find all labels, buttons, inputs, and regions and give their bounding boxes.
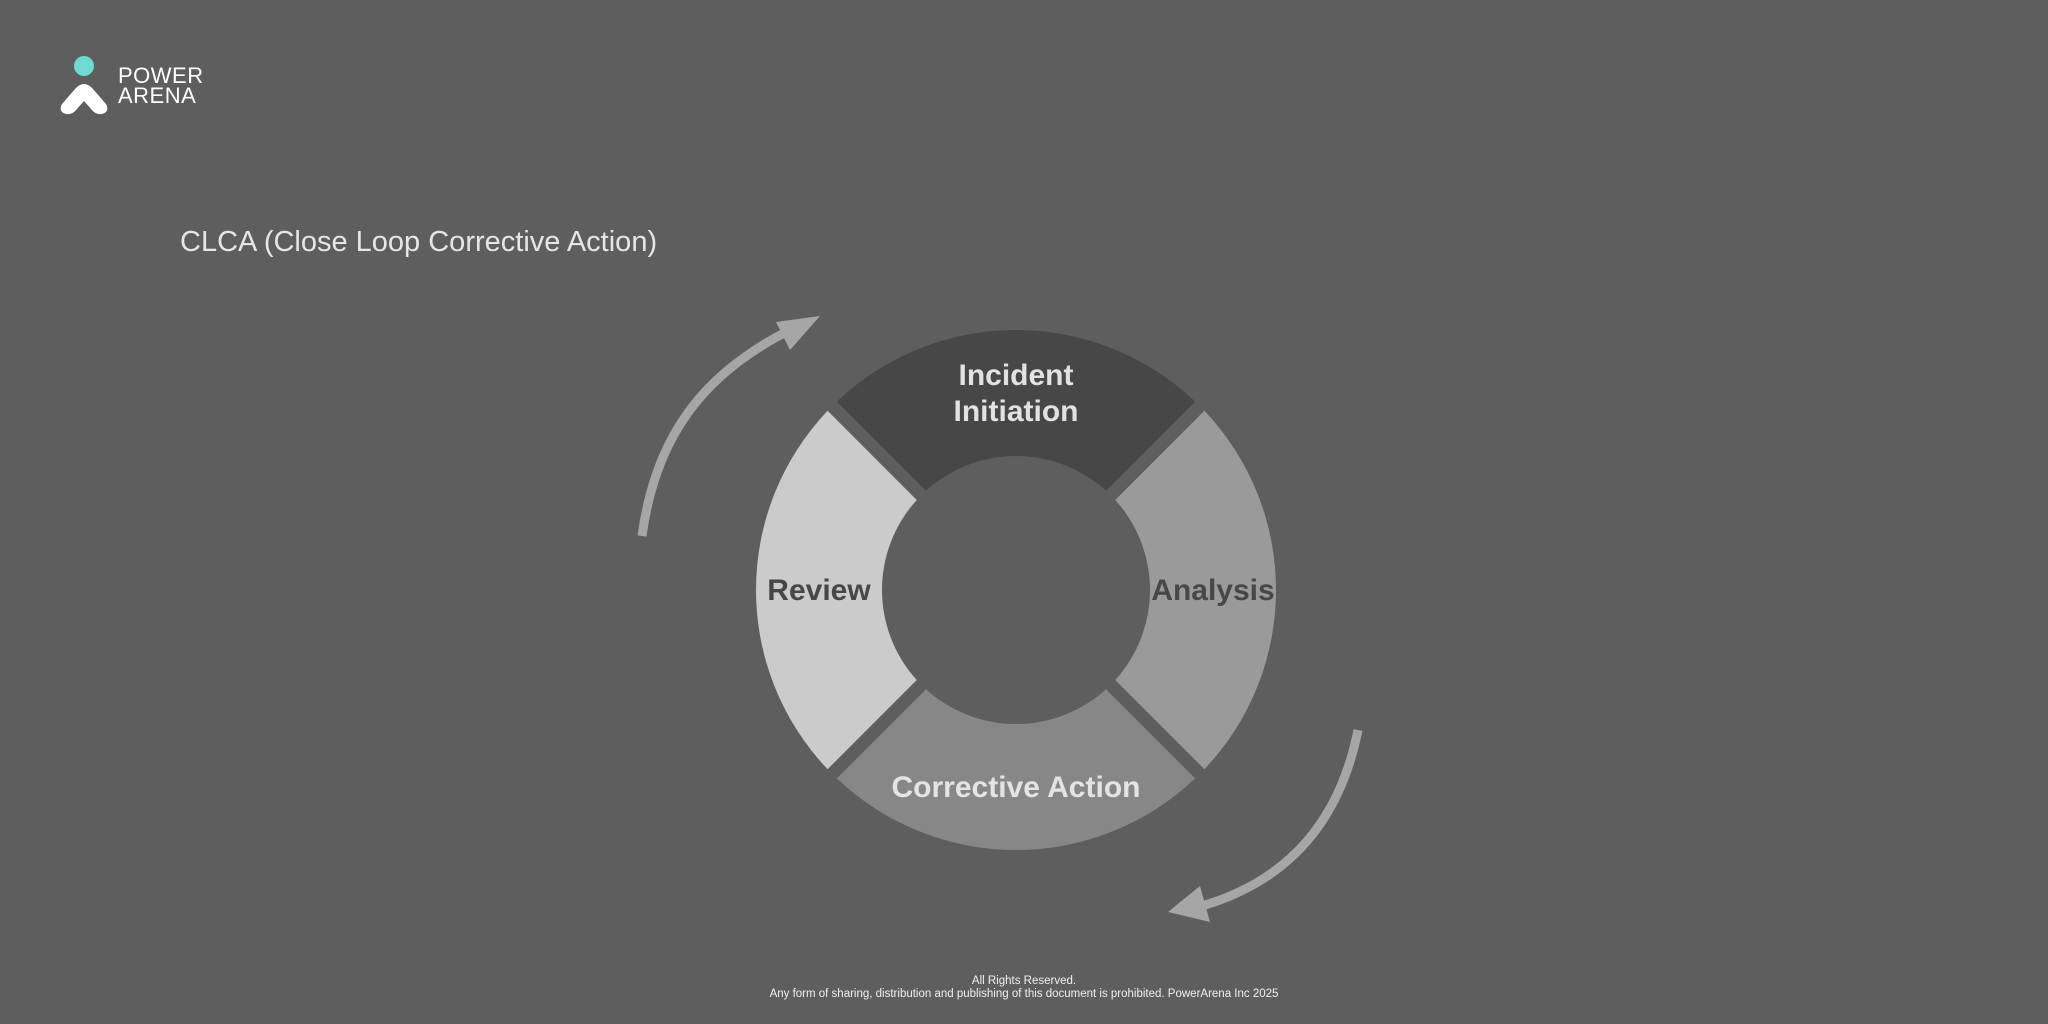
footer-rights: All Rights Reserved. — [971, 975, 1077, 987]
cycle-arrow-top-left-shaft — [637, 325, 793, 537]
brand-line-2: ARENA — [118, 83, 197, 108]
cycle-arrow-bottom-right-head — [1168, 886, 1210, 922]
label-review: Review — [767, 574, 871, 607]
brand-wordmark: POWER ARENA — [118, 63, 204, 108]
cycle-arrow-bottom-right-shaft — [1200, 729, 1363, 911]
slide-title: CLCA (Close Loop Corrective Action) — [180, 226, 658, 258]
segment-review — [755, 410, 917, 770]
brand-logo: POWER ARENA — [58, 54, 204, 118]
label-analysis: Analysis — [1151, 574, 1274, 607]
label-incident-initiation-line-2: Initiation — [954, 395, 1079, 428]
segment-incident-initiation — [836, 330, 1196, 491]
label-corrective-action: Corrective Action — [892, 771, 1141, 804]
segment-analysis — [1115, 410, 1276, 770]
cycle-arrows — [637, 316, 1363, 922]
label-review-line-1: Review — [767, 574, 871, 607]
label-analysis-line-1: Analysis — [1151, 574, 1274, 607]
powerarena-logo-icon — [60, 56, 108, 115]
cycle-arrow-top-left-head — [776, 316, 820, 350]
footer: All Rights Reserved. Any form of sharing… — [0, 975, 2048, 1001]
label-corrective-action-line-1: Corrective Action — [892, 771, 1141, 804]
segment-corrective-action — [836, 689, 1196, 850]
label-incident-initiation-line-1: Incident — [958, 359, 1073, 392]
brand-line-1: POWER — [118, 63, 204, 88]
cycle-segments — [755, 330, 1276, 850]
footer-disclaimer: Any form of sharing, distribution and pu… — [769, 988, 1279, 1000]
